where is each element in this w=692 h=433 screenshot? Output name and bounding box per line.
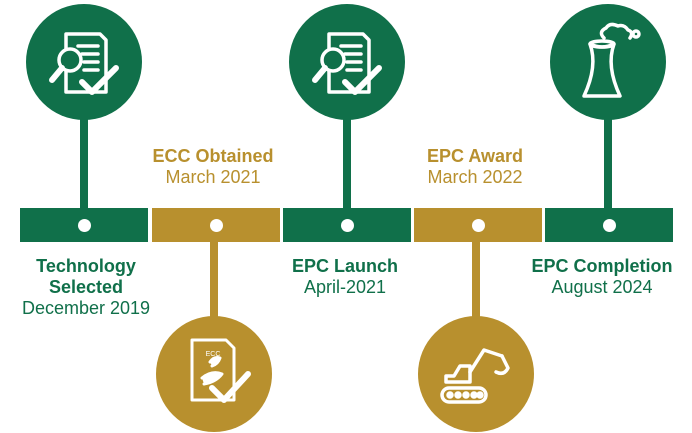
milestone-title: EPC Launch — [291, 256, 398, 276]
connector-3 — [343, 110, 351, 210]
timeline-node-5 — [602, 218, 616, 232]
milestone-circle-4 — [418, 316, 534, 432]
power-plant-cooling-tower-icon — [582, 22, 641, 98]
ecc-certificate-hand-leaf-check-icon: ECC — [190, 338, 251, 403]
milestone-date: March 2021 — [165, 167, 261, 187]
timeline-segment-5 — [545, 208, 673, 242]
document-magnifier-check-icon — [49, 32, 119, 95]
milestone-title: EPC Completion — [531, 256, 673, 276]
timeline-node-1 — [77, 218, 91, 232]
milestone-label-1: Technology Selected December 2019 — [0, 256, 172, 319]
ecc-icon-label: ECC — [206, 351, 221, 358]
milestone-title: EPC Award — [426, 146, 524, 166]
timeline-segment-2 — [152, 208, 280, 242]
timeline-node-4 — [471, 218, 485, 232]
milestone-circle-2: ECC — [156, 316, 272, 432]
excavator-icon — [440, 348, 510, 404]
connector-4 — [472, 240, 480, 340]
milestone-date: December 2019 — [21, 298, 151, 318]
milestone-label-4: EPC Award March 2022 — [385, 146, 565, 188]
milestone-label-3: EPC Launch April-2021 — [255, 256, 435, 298]
timeline-segment-1 — [20, 208, 148, 242]
timeline-node-3 — [340, 218, 354, 232]
timeline-segment-4 — [414, 208, 542, 242]
connector-1 — [80, 110, 88, 210]
milestone-date: April-2021 — [303, 277, 387, 297]
document-magnifier-check-icon — [312, 32, 382, 95]
timeline-node-2 — [209, 218, 223, 232]
milestone-label-5: EPC Completion August 2024 — [512, 256, 692, 298]
milestone-circle-1 — [26, 4, 142, 120]
milestone-label-2: ECC Obtained March 2021 — [118, 146, 308, 188]
milestone-circle-5 — [550, 4, 666, 120]
timeline-segment-3 — [283, 208, 411, 242]
milestone-title: ECC Obtained — [152, 146, 274, 166]
milestone-title-line1: Technology — [36, 256, 136, 276]
milestone-title-line2: Selected — [48, 277, 124, 297]
milestone-circle-3 — [289, 4, 405, 120]
connector-2 — [210, 240, 218, 340]
milestone-date: August 2024 — [551, 277, 653, 297]
connector-5 — [604, 110, 612, 210]
milestone-date: March 2022 — [427, 167, 523, 187]
